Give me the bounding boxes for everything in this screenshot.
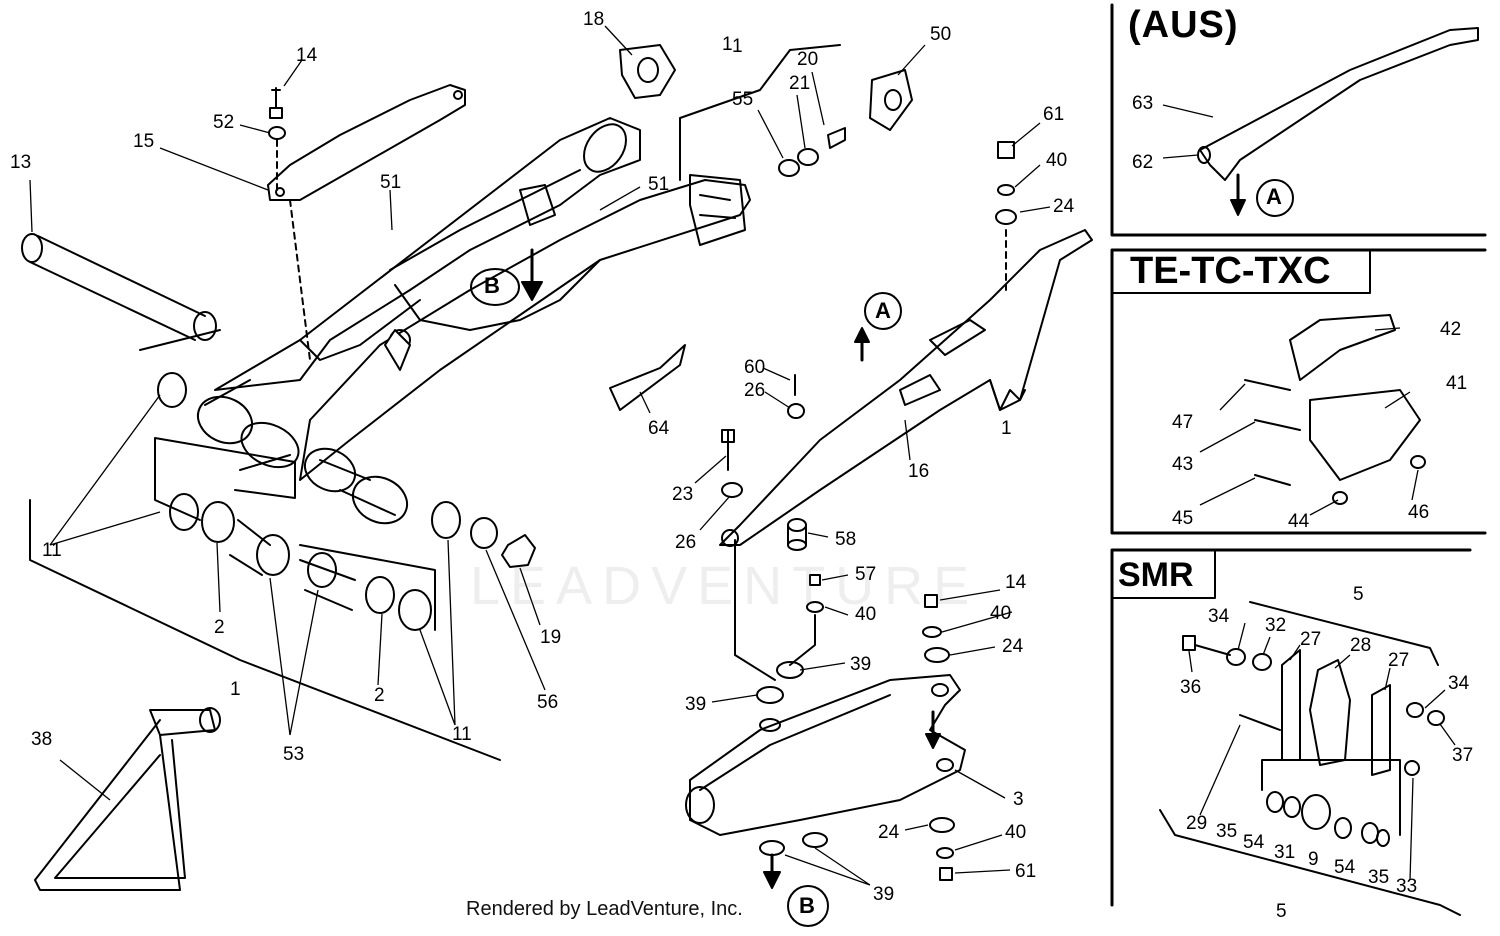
part-label-smr-13: 9	[1308, 849, 1319, 870]
part-label-smr-16: 33	[1396, 876, 1417, 897]
part-label-main-33: 40	[1005, 822, 1026, 843]
part-label-main-27: 40	[990, 603, 1011, 624]
part-label-main-44: 1	[230, 679, 241, 700]
part-label-smr-17: 5	[1276, 901, 1287, 922]
part-label-main-2: 52	[213, 112, 234, 133]
part-label-main-0: 13	[10, 152, 31, 173]
part-label-smr-0: 5	[1353, 584, 1364, 605]
part-label-main-10: 51	[380, 172, 401, 193]
part-label-main-43: 19	[540, 627, 561, 648]
part-label-smr-6: 34	[1448, 673, 1470, 694]
part-label-te-5: 44	[1288, 511, 1310, 532]
part-label-main-30: 39	[685, 694, 706, 715]
part-label-aus-2: A	[1266, 184, 1282, 209]
section-title-te-tc-txc: TE-TC-TXC	[1130, 250, 1331, 292]
part-label-main-12: 61	[1043, 104, 1064, 125]
part-label-main-31: 3	[1013, 789, 1024, 810]
part-16-guard	[719, 229, 1093, 547]
part-label-smr-8: 37	[1452, 745, 1473, 766]
part-label-te-3: 43	[1172, 454, 1193, 475]
part-label-smr-10: 35	[1216, 821, 1237, 842]
part-15-guide	[267, 84, 466, 201]
part-label-te-1: 41	[1446, 373, 1467, 394]
footer-credit: Rendered by LeadVenture, Inc.	[466, 898, 743, 920]
part-label-main-41: 11	[452, 724, 472, 745]
part-label-smr-9: 29	[1186, 813, 1207, 834]
part-label-main-42: 56	[537, 692, 558, 713]
part-label-smr-7: 36	[1180, 677, 1201, 698]
part-label-main-38: 2	[214, 617, 225, 638]
part-label-aus-1: 62	[1132, 152, 1153, 173]
part-label-main-13: 40	[1046, 150, 1067, 171]
part-label-main-6: 50	[930, 24, 951, 45]
part-label-main-19: 64	[648, 418, 670, 439]
part-label-main-5: 1	[722, 34, 733, 55]
part-label-main-21: 23	[672, 484, 693, 505]
part-label-main-24: 57	[855, 564, 876, 585]
part-label-main-37: 11	[42, 540, 62, 561]
swingarm	[196, 117, 751, 525]
part-label-main-45: 38	[31, 729, 52, 750]
part-label-smr-11: 54	[1243, 832, 1265, 853]
part-label-te-0: 42	[1440, 319, 1461, 340]
bushing-stack	[29, 329, 536, 761]
part-label-main-3: 15	[133, 131, 154, 152]
part-label-main-7: 20	[797, 49, 818, 70]
part-label-smr-15: 35	[1368, 867, 1389, 888]
part-label-main-40: 2	[374, 685, 385, 706]
section-title-aus: (AUS)	[1128, 4, 1239, 46]
part-label-main-9: 55	[732, 89, 753, 110]
part-label-smr-3: 27	[1300, 629, 1321, 650]
part-label-smr-4: 28	[1350, 635, 1371, 656]
part-label-te-6: 46	[1408, 502, 1429, 523]
part-label-te-4: 45	[1172, 508, 1193, 529]
part-label-main-14: 24	[1053, 196, 1075, 217]
part-label-main-20: 16	[908, 461, 929, 482]
part-label-main-25: 40	[855, 604, 876, 625]
part-label-smr-14: 54	[1334, 857, 1356, 878]
part-label-main-29: 39	[850, 654, 871, 675]
part-label-main-36: B	[799, 893, 815, 918]
watermark: LEADVENTURE	[470, 556, 980, 616]
part-label-aus-0: 63	[1132, 93, 1153, 114]
part-label-smr-2: 32	[1265, 615, 1286, 636]
part-13-axle	[21, 233, 217, 341]
part-label-main-22: 26	[675, 532, 696, 553]
part-label-main-17: 60	[744, 357, 765, 378]
part-label-main-16: A	[875, 298, 891, 323]
part-label-main-47: 1	[732, 36, 743, 57]
part-label-main-8: 21	[789, 73, 810, 94]
part-label-main-4: 18	[583, 9, 604, 30]
part-label-smr-1: 34	[1208, 606, 1230, 627]
part-label-main-23: 58	[835, 529, 856, 550]
section-title-smr: SMR	[1118, 556, 1194, 594]
part-label-main-15: B	[484, 273, 500, 298]
bolt-14	[268, 87, 311, 361]
part-label-main-34: 61	[1015, 861, 1036, 882]
part-label-smr-12: 31	[1274, 842, 1295, 863]
part-label-main-32: 24	[878, 822, 900, 843]
part-38-stand	[34, 707, 221, 891]
arrow-b-main	[470, 248, 543, 306]
part-label-main-18: 26	[744, 380, 765, 401]
part-label-main-28: 24	[1002, 636, 1024, 657]
part-label-smr-5: 27	[1388, 650, 1409, 671]
part-label-main-1: 14	[296, 45, 318, 66]
part-label-main-26: 14	[1005, 572, 1027, 593]
part-label-main-46: 1	[1001, 418, 1012, 439]
part-label-main-39: 53	[283, 744, 304, 765]
part-3-slider	[685, 674, 966, 836]
part-label-main-11: 51	[648, 174, 669, 195]
part-label-te-2: 47	[1172, 412, 1193, 433]
part-label-main-35: 39	[873, 884, 894, 905]
